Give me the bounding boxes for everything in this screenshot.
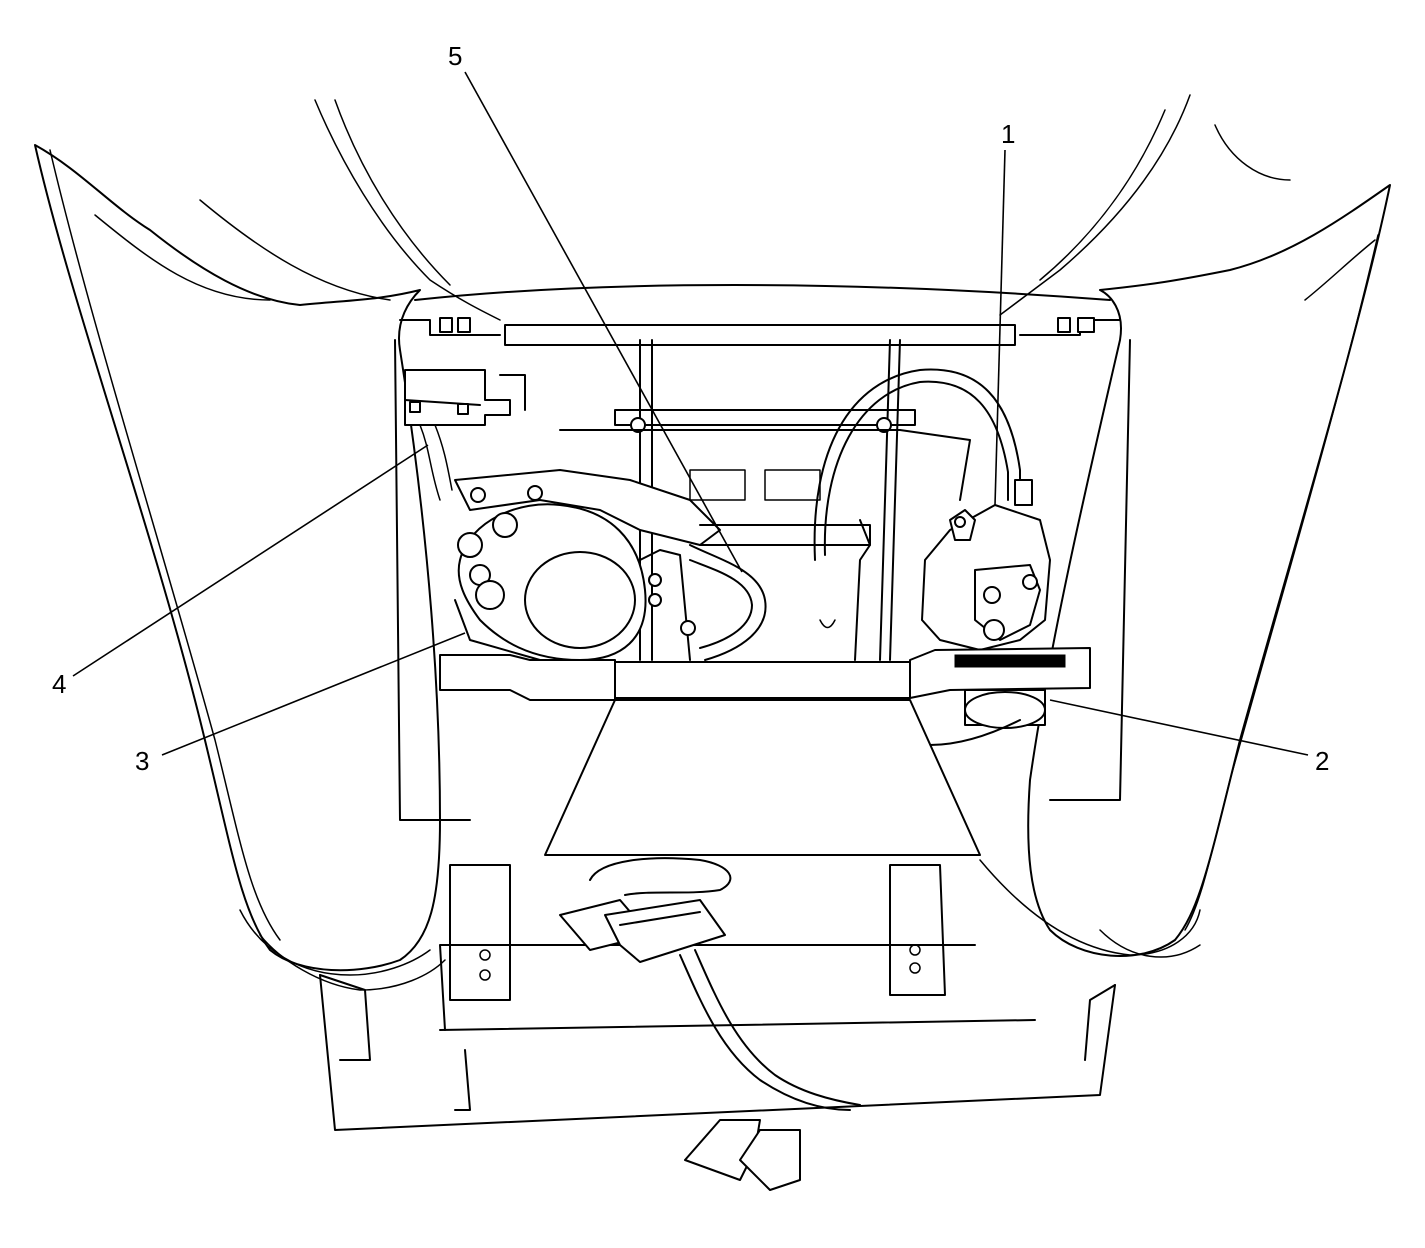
callout-5: 5 (448, 41, 462, 71)
left-seat-cover (34, 99, 501, 991)
center-harness (689, 519, 871, 661)
leader-line-3 (161, 632, 466, 756)
center-plate (544, 699, 981, 856)
callout-1: 1 (1001, 119, 1015, 149)
leader-line-2 (1049, 699, 1309, 756)
callout-3: 3 (135, 746, 149, 776)
right-motor-assembly (921, 479, 1051, 746)
lower-cross-rail (439, 647, 1091, 701)
left-connector (404, 369, 526, 501)
callout-4: 4 (52, 669, 66, 699)
lower-rails (449, 864, 946, 1001)
leader-line-4 (72, 444, 429, 677)
lower-harness (559, 857, 861, 1191)
right-wire-loop (813, 368, 1021, 561)
seat-base (319, 944, 1116, 1131)
callout-2: 2 (1315, 746, 1329, 776)
leader-line-5 (464, 71, 743, 573)
seat-frame (394, 284, 1131, 821)
left-motor-assembly (454, 469, 721, 671)
leader-line-1 (994, 149, 1006, 506)
right-seat-cover (979, 94, 1391, 958)
